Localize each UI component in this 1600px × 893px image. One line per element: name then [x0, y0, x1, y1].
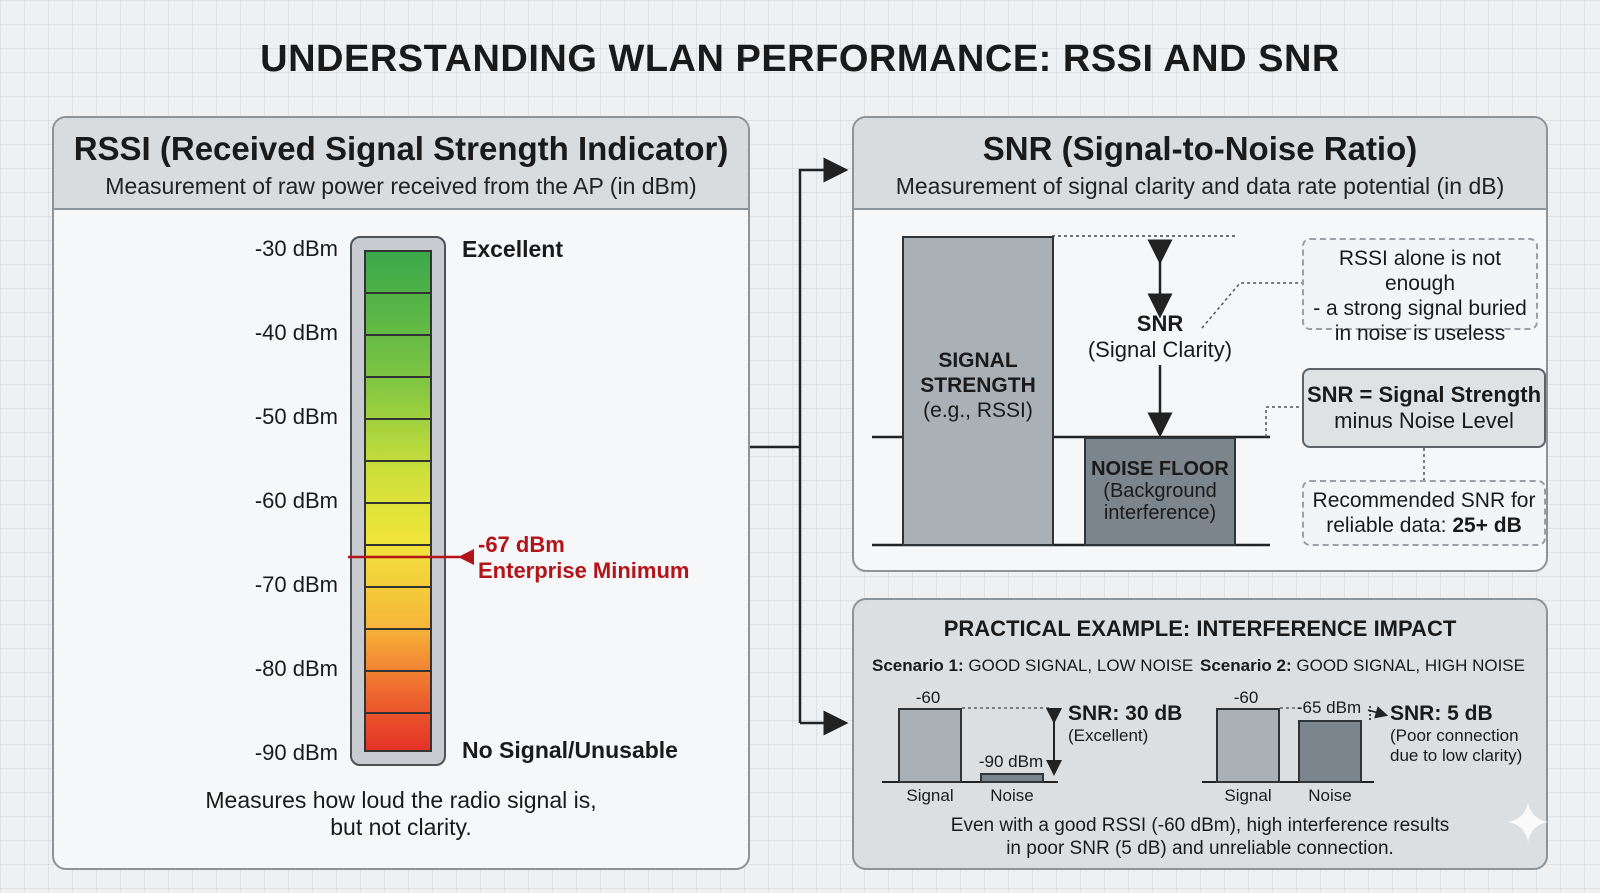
scenario-2-label: Scenario 2: — [1200, 656, 1292, 675]
s1-signal-label: Signal — [906, 786, 954, 805]
s1-snr-value: SNR: 30 dB — [1068, 702, 1183, 725]
note-rssi-not-enough: RSSI alone is not enough - a strong sign… — [1302, 238, 1538, 345]
s2-snr-value: SNR: 5 dB — [1390, 702, 1493, 725]
note-line: in noise is useless — [1334, 322, 1506, 345]
footer-line: Even with a good RSSI (-60 dBm), high in… — [950, 815, 1450, 836]
signal-label-line: STRENGTH — [920, 374, 1036, 397]
sparkle-icon — [1508, 802, 1548, 842]
rec-line: Recommended SNR for — [1312, 489, 1536, 512]
note-line: RSSI alone is not enough — [1338, 247, 1502, 295]
rec-text: reliable data: — [1326, 514, 1447, 537]
page-title: UNDERSTANDING WLAN PERFORMANCE: RSSI AND… — [260, 38, 1340, 80]
formula-line: SNR = Signal Strength — [1306, 382, 1542, 407]
noise-floor-label: NOISE FLOOR (Background interference) — [1084, 458, 1236, 524]
snr-title: SNR (Signal-to-Noise Ratio) — [982, 130, 1418, 167]
noise-label-line: interference) — [1103, 502, 1217, 524]
rssi-caption-line: Measures how loud the radio signal is, — [205, 787, 597, 813]
rssi-caption-line: but not clarity. — [330, 814, 472, 840]
s2-noise-label: Noise — [1308, 786, 1352, 805]
rssi-tick: -90 dBm — [254, 740, 338, 765]
noise-floor-bar — [1084, 437, 1236, 546]
s1-noise-value: -90 dBm — [978, 752, 1044, 771]
signal-strength-label: SIGNAL STRENGTH (e.g., RSSI) — [902, 348, 1054, 423]
rec-value: 25+ dB — [1452, 514, 1522, 537]
s2-snr: SNR: 5 dB (Poor connection due to low cl… — [1390, 702, 1522, 766]
scenario-1-text: GOOD SIGNAL, LOW NOISE — [968, 656, 1194, 675]
rssi-excellent-label: Excellent — [462, 236, 563, 262]
recommended-snr-box: Recommended SNR for reliable data: 25+ d… — [1302, 480, 1546, 546]
note-line: - a strong signal buried — [1313, 297, 1527, 320]
s2-noise-value: -65 dBm — [1296, 698, 1362, 717]
s1-snr: SNR: 30 dB (Excellent) — [1068, 702, 1182, 746]
scenario-2-text: GOOD SIGNAL, HIGH NOISE — [1296, 656, 1525, 675]
scenario-1-heading: Scenario 1: GOOD SIGNAL, LOW NOISE — [872, 656, 1193, 676]
example-panel: PRACTICAL EXAMPLE: INTERFERENCE IMPACT — [852, 598, 1548, 870]
noise-label-line: NOISE FLOOR — [1091, 458, 1229, 480]
signal-label-line: (e.g., RSSI) — [923, 399, 1033, 422]
s1-signal-bar — [898, 708, 962, 783]
formula-line: minus Noise Level — [1334, 408, 1514, 433]
snr-formula-box: SNR = Signal Strength minus Noise Level — [1302, 368, 1546, 448]
rssi-tick: -70 dBm — [254, 572, 338, 597]
rssi-tick: -40 dBm — [254, 320, 338, 345]
rssi-tick: -30 dBm — [254, 236, 338, 261]
rssi-tick: -60 dBm — [254, 488, 338, 513]
snr-gap-title: SNR — [1136, 311, 1184, 336]
enterprise-marker-value: -67 dBm — [478, 532, 565, 557]
signal-label-line: SIGNAL — [938, 349, 1018, 372]
s2-noise-bar — [1298, 720, 1362, 783]
enterprise-marker-text: Enterprise Minimum — [478, 558, 690, 583]
s2-signal-label: Signal — [1224, 786, 1272, 805]
signal-strength-bar — [902, 236, 1054, 546]
enterprise-marker-label: -67 dBm Enterprise Minimum — [478, 532, 689, 584]
example-footer: Even with a good RSSI (-60 dBm), high in… — [852, 814, 1548, 860]
snr-subtitle: Measurement of signal clarity and data r… — [895, 173, 1505, 199]
scenario-1-label: Scenario 1: — [872, 656, 964, 675]
footer-line: in poor SNR (5 dB) and unreliable connec… — [1006, 838, 1394, 859]
snr-gap-label: SNR (Signal Clarity) — [1080, 311, 1240, 363]
s2-snr-note: (Poor connection — [1390, 726, 1519, 745]
s1-noise-bar — [980, 773, 1044, 783]
rssi-tick: -80 dBm — [254, 656, 338, 681]
rssi-subtitle: Measurement of raw power received from t… — [105, 173, 697, 199]
rssi-header: RSSI (Received Signal Strength Indicator… — [54, 118, 748, 210]
rec-line-2: reliable data: 25+ dB — [1304, 513, 1544, 538]
rssi-meter-gradient — [364, 250, 432, 752]
rssi-unusable-label: No Signal/Unusable — [462, 737, 678, 763]
rssi-caption: Measures how loud the radio signal is, b… — [52, 787, 750, 841]
scenario-2-heading: Scenario 2: GOOD SIGNAL, HIGH NOISE — [1200, 656, 1525, 676]
noise-label-line: (Background — [1103, 480, 1217, 502]
s2-snr-note: due to low clarity) — [1390, 746, 1523, 765]
rssi-tick: -50 dBm — [254, 404, 338, 429]
example-title: PRACTICAL EXAMPLE: INTERFERENCE IMPACT — [943, 616, 1457, 641]
s1-snr-note: (Excellent) — [1068, 726, 1149, 745]
enterprise-marker-line — [348, 549, 474, 565]
snr-header: SNR (Signal-to-Noise Ratio) Measurement … — [854, 118, 1546, 210]
s2-signal-bar — [1216, 708, 1280, 783]
rssi-meter — [350, 236, 446, 766]
snr-gap-sub: (Signal Clarity) — [1087, 337, 1233, 362]
s1-noise-label: Noise — [990, 786, 1034, 805]
rssi-title: RSSI (Received Signal Strength Indicator… — [73, 130, 729, 167]
